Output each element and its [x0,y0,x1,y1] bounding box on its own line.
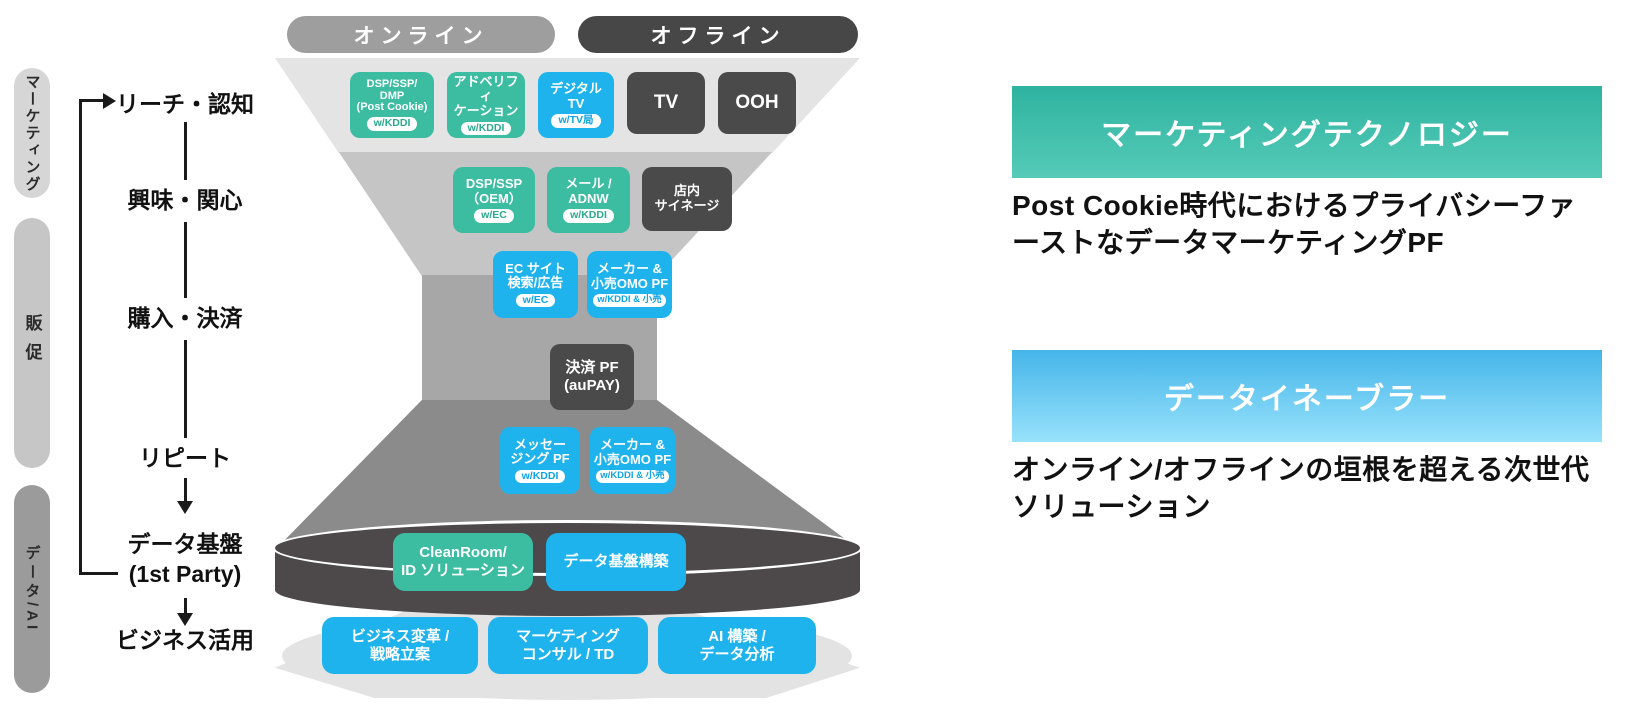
funnel-row-repeat: メッセー ジング PF w/KDDI メーカー & 小売OMO PF w/KDD… [500,427,675,494]
box-digital-tv: デジタル TV w/TV局 [538,72,614,138]
box-data-foundation-build: データ基盤構築 [546,533,686,591]
stage-interest: 興味・関心 [127,187,243,213]
box-messaging-pf: メッセー ジング PF w/KDDI [500,427,580,494]
partner-badge: w/EC [474,209,514,223]
box-label: メーカー & 小売OMO PF [593,437,672,467]
stage-repeat: リピート [139,445,231,471]
box-payment-pf-aupay: 決済 PF (auPAY) [550,344,634,410]
box-ad-verification: アドベリフィ ケーション w/KDDI [447,72,525,138]
funnel-row-reach: DSP/SSP/ DMP (Post Cookie) w/KDDI アドベリフィ… [350,72,796,138]
connector-1 [184,122,187,180]
box-label: データ基盤構築 [563,553,669,570]
box-label: マーケティング コンサル / TD [516,627,620,663]
box-label: EC サイト 検索/広告 [505,260,566,291]
application-layer-row: ビジネス変革 / 戦略立案 マーケティング コンサル / TD AI 構築 / … [322,617,816,674]
partner-badge: w/KDDI & 小売 [596,470,669,483]
box-label: CleanRoom/ ID ソリューション [401,544,525,579]
box-cleanroom-id-solution: CleanRoom/ ID ソリューション [393,533,533,591]
box-mail-adnw: メール / ADNW w/KDDI [547,167,630,233]
box-dsp-ssp-oem: DSP/SSP （OEM） w/EC [453,167,535,233]
box-label: メール / ADNW [565,176,612,206]
box-label: メーカー & 小売OMO PF [590,261,669,291]
connector-3 [184,340,187,438]
loop-line-vertical [79,99,82,575]
box-ai-build-data-analysis: AI 構築 / データ分析 [658,617,816,674]
data-layer-row: CleanRoom/ ID ソリューション データ基盤構築 [393,533,686,591]
box-label: 店内 サイネージ [654,183,720,213]
marketing-technology-description: Post Cookie時代におけるプライバシーファ ーストなデータマーケティング… [1012,190,1577,258]
category-pill-data-ai: データ/AI [14,485,50,693]
funnel-row-interest: DSP/SSP （OEM） w/EC メール / ADNW w/KDDI 店内 … [453,167,732,233]
box-maker-retail-omo-pf: メーカー & 小売OMO PF w/KDDI & 小売 [590,427,675,494]
loop-line-top [80,99,104,102]
channel-pill-online: オンライン [287,16,555,53]
box-label: メッセー ジング PF [510,436,570,467]
box-label: AI 構築 / データ分析 [699,627,775,663]
stage-reach: リーチ・認知 [116,91,254,117]
banner-data-enabler: データイネーブラー [1012,350,1602,442]
box-label: アドベリフィ ケーション [453,73,519,118]
box-label: OOH [735,92,779,114]
box-label: TV [653,92,679,114]
stage-business-use: ビジネス活用 [116,627,254,653]
box-tv: TV [627,72,705,134]
connector-2 [184,222,187,298]
arrow-down-icon [177,613,193,626]
connector-5 [184,598,187,614]
partner-badge: w/KDDI [514,469,566,484]
box-label: DSP/SSP/ DMP (Post Cookie) [356,78,428,114]
box-ooh: OOH [718,72,796,134]
data-enabler-description: オンライン/オフラインの垣根を超える次世代 ソリューション [1012,454,1590,522]
category-pill-promotion: 販促 [14,218,50,468]
box-label: 決済 PF (auPAY) [564,359,620,394]
partner-badge: w/KDDI [460,121,512,136]
box-label: デジタル TV [550,81,602,111]
arrow-down-icon [177,501,193,514]
funnel-row-payment: 決済 PF (auPAY) [550,344,634,410]
loop-line-bottom [80,572,118,575]
partner-badge: w/KDDI [366,117,418,131]
connector-4 [184,478,187,502]
loop-arrowhead-icon [103,93,116,109]
stage-data-foundation: データ基盤 (1st Party) [127,531,243,587]
box-business-transformation: ビジネス変革 / 戦略立案 [322,617,478,674]
partner-badge: w/TV局 [551,114,601,128]
box-label: DSP/SSP （OEM） [465,176,523,206]
partner-badge: w/KDDI & 小売 [593,294,666,307]
box-dsp-ssp-dmp: DSP/SSP/ DMP (Post Cookie) w/KDDI [350,72,434,138]
funnel-row-purchase: EC サイト 検索/広告 w/EC メーカー & 小売OMO PF w/KDDI… [493,251,672,318]
box-label: ビジネス変革 / 戦略立案 [350,627,450,663]
box-maker-retail-omo-pf: メーカー & 小売OMO PF w/KDDI & 小売 [587,251,672,318]
box-instore-signage: 店内 サイネージ [642,167,732,231]
box-ec-site-search-ads: EC サイト 検索/広告 w/EC [493,251,578,318]
box-marketing-consulting: マーケティング コンサル / TD [488,617,648,674]
banner-marketing-technology: マーケティングテクノロジー [1012,86,1602,178]
category-pill-marketing: マーケティング [14,68,50,198]
stage-purchase: 購入・決済 [127,305,243,331]
partner-badge: w/EC [515,293,556,308]
partner-badge: w/KDDI [563,209,614,223]
channel-pill-offline: オフライン [578,16,858,53]
